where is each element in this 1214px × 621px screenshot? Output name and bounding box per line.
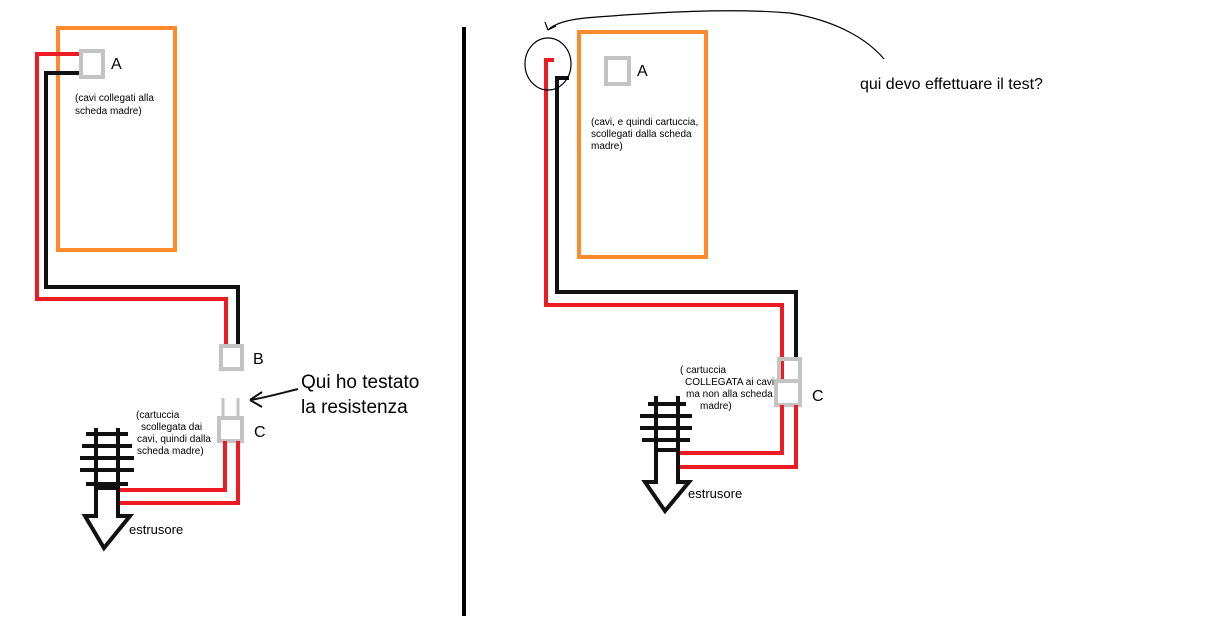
question-text: qui devo effettuare il test? <box>860 76 1043 93</box>
question-pointer-curve <box>547 10 885 60</box>
left-connector-a <box>79 49 105 79</box>
left-connector-b <box>219 344 244 371</box>
left-connector-c-prongs <box>221 398 240 418</box>
right-cartridge-red-wire <box>680 405 798 469</box>
left-label-b: B <box>253 351 264 368</box>
left-extruder-label: estrusore <box>129 522 183 537</box>
left-black-wire <box>44 71 240 346</box>
right-note-c: ( cartuccia COLLEGATA ai cavi ma non all… <box>680 365 777 412</box>
right-label-c: C <box>812 388 824 405</box>
right-note-a: (cavi, e quindi cartuccia, scollegati da… <box>591 117 701 152</box>
right-diagram: A (cavi, e quindi cartuccia, scollegati … <box>524 10 1043 515</box>
left-diagram: A (cavi collegati alla scheda madre) B C… <box>35 26 425 552</box>
left-red-wire <box>35 52 228 346</box>
left-test-arrow <box>249 388 299 408</box>
left-test-note: Qui ho testato la resistenza <box>301 372 425 418</box>
right-black-wire <box>555 76 798 360</box>
left-note-a: (cavi collegati alla scheda madre) <box>75 93 157 117</box>
left-label-a: A <box>111 56 122 73</box>
right-motherboard-box <box>577 30 708 259</box>
left-label-c: C <box>254 424 266 441</box>
left-heater-cartridge <box>80 428 134 488</box>
right-extruder-label: estrusore <box>688 486 742 501</box>
right-extruder-arrow <box>641 448 694 515</box>
left-motherboard-box <box>56 26 177 252</box>
test-point-circle <box>524 37 572 91</box>
left-connector-c <box>217 416 244 443</box>
right-heater-cartridge <box>640 396 692 450</box>
right-red-wire <box>544 58 784 380</box>
right-label-a: A <box>637 63 648 80</box>
left-note-c: (cartuccia scollegata dai cavi, quindi d… <box>136 410 214 457</box>
right-connector-c <box>774 379 802 407</box>
left-extruder-arrow <box>81 486 135 552</box>
left-cartridge-red-wire <box>120 441 240 505</box>
question-pointer-arrowhead <box>544 21 557 31</box>
right-connector-a <box>604 56 631 86</box>
